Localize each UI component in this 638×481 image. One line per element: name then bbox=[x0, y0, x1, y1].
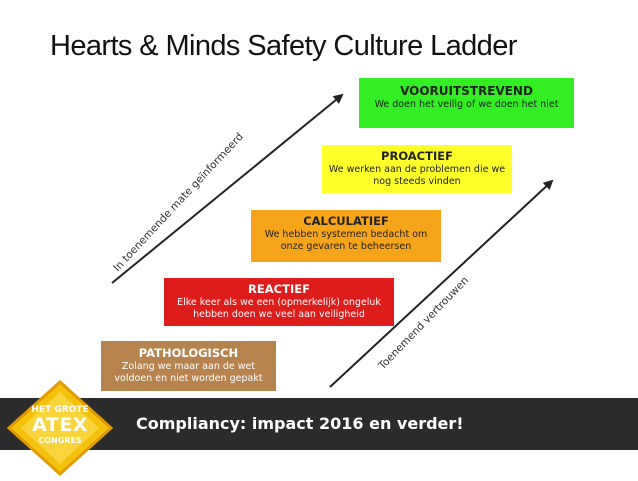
step-desc-line1: We hebben systemen bedacht om bbox=[264, 228, 428, 240]
logo-diamond-shape bbox=[6, 379, 114, 477]
step-desc-line2: hebben doen we veel aan veiligheid bbox=[193, 308, 365, 320]
logo-text-line2: ATEX bbox=[32, 414, 88, 436]
step-heading: CALCULATIEF bbox=[303, 214, 389, 228]
step-desc-line2: voldoen en niet worden gepakt bbox=[114, 372, 263, 384]
ladder-step-calculatief: CALCULATIEF We hebben systemen bedacht o… bbox=[251, 210, 441, 262]
step-desc-line1: Zolang we maar aan de wet bbox=[121, 360, 256, 372]
footer-text: Compliancy: impact 2016 en verder! bbox=[136, 414, 464, 433]
ladder-step-pathologisch: PATHOLOGISCH Zolang we maar aan de wet v… bbox=[101, 341, 276, 391]
arrow-trust bbox=[329, 179, 554, 388]
step-heading: REACTIEF bbox=[248, 282, 310, 296]
step-heading: VOORUITSTREVEND bbox=[400, 84, 533, 98]
slide-title: Hearts & Minds Safety Culture Ladder bbox=[50, 30, 517, 62]
step-heading: PROACTIEF bbox=[381, 149, 453, 163]
ladder-step-reactief: REACTIEF Elke keer als we een (opmerkeli… bbox=[164, 278, 394, 326]
step-desc-line1: We werken aan de problemen die we bbox=[328, 163, 506, 175]
ladder-step-vooruitstrevend: VOORUITSTREVEND We doen het veilig of we… bbox=[359, 78, 574, 128]
ladder-step-proactief: PROACTIEF We werken aan de problemen die… bbox=[322, 145, 512, 193]
logo-text-line3: CONGRES bbox=[38, 436, 82, 445]
atex-congres-logo: HET GROTE ATEX CONGRES bbox=[6, 379, 114, 477]
step-desc-line2: onze gevaren te beheersen bbox=[280, 240, 412, 252]
step-heading: PATHOLOGISCH bbox=[138, 346, 239, 360]
arrow-informed bbox=[111, 93, 344, 284]
step-desc-line1: Elke keer als we een (opmerkelijk) ongel… bbox=[177, 296, 381, 308]
step-desc-line1: We doen het veilig of we doen het niet bbox=[374, 99, 559, 111]
step-desc-line2: nog steeds vinden bbox=[373, 175, 461, 187]
logo-text-line1: HET GROTE bbox=[31, 405, 89, 415]
